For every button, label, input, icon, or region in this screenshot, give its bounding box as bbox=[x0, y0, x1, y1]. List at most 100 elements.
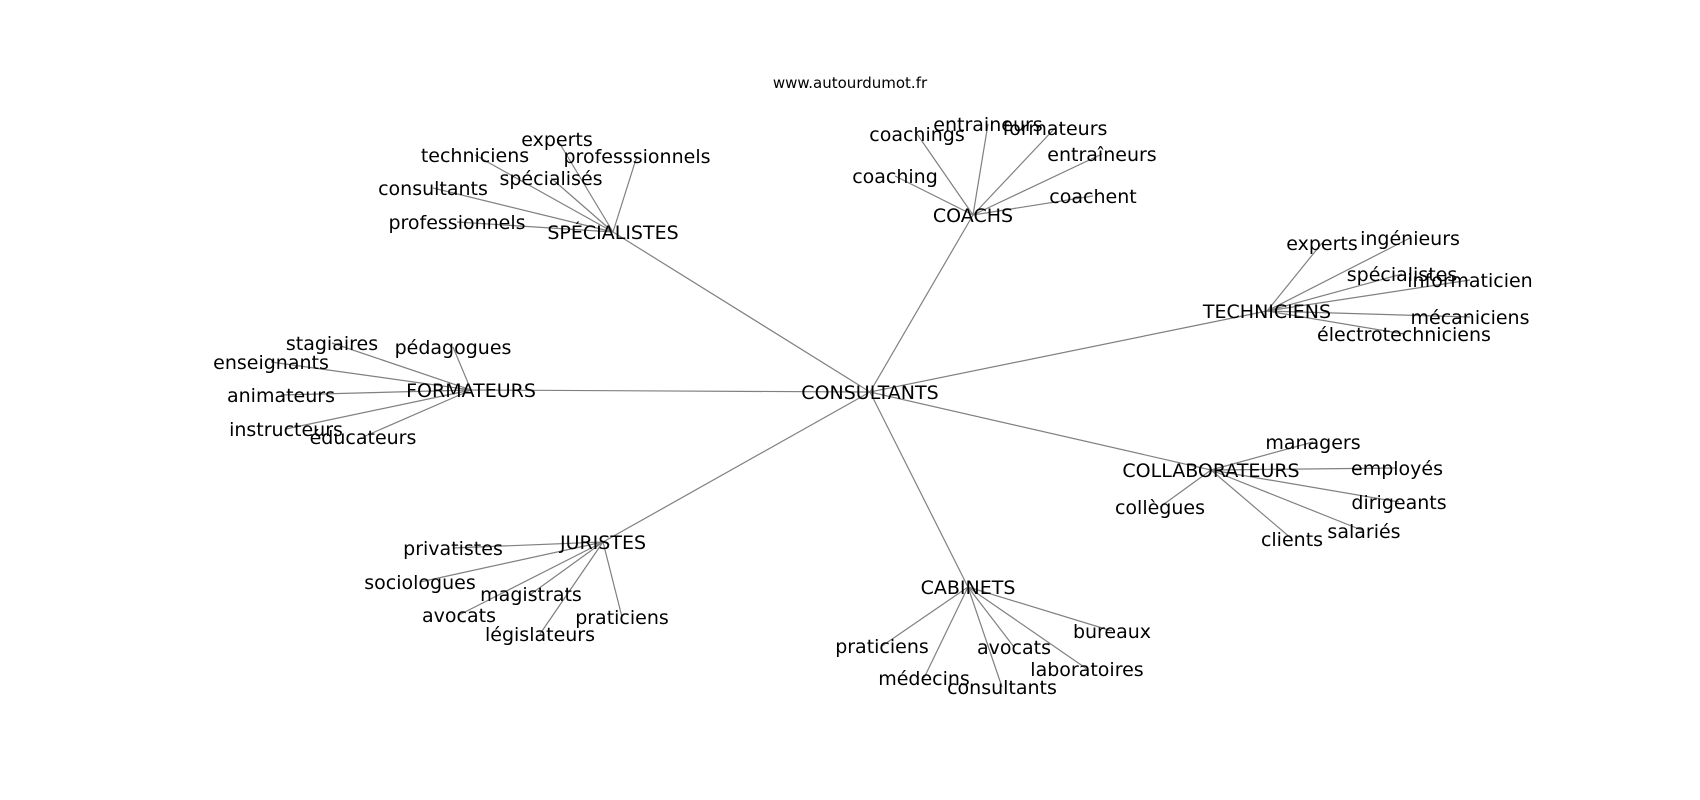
leaf-word: médecins bbox=[878, 668, 970, 690]
edge-hub-leaf bbox=[362, 389, 472, 438]
hub-word: SPÉCIALISTES bbox=[547, 221, 678, 244]
edge-hub-leaf bbox=[432, 187, 614, 233]
leaf-word: coachent bbox=[1049, 186, 1136, 208]
edge-center-hub bbox=[869, 214, 974, 393]
edge-hub-leaf bbox=[1266, 273, 1403, 312]
leaf-word: entraîneurs bbox=[1047, 144, 1156, 166]
edge-hub-leaf bbox=[916, 133, 974, 216]
edge-center-hub bbox=[612, 231, 871, 393]
leaf-word: experts bbox=[1286, 233, 1358, 255]
hub-word: COACHS bbox=[933, 205, 1013, 227]
leaf-word: dirigeants bbox=[1351, 492, 1446, 514]
leaf-word: stagiaires bbox=[286, 333, 378, 355]
leaf-word: coaching bbox=[852, 166, 938, 188]
edge-hub-leaf bbox=[923, 586, 969, 679]
edge-hub-leaf bbox=[1266, 237, 1411, 312]
edge-hub-leaf bbox=[456, 221, 614, 233]
edge-hub-leaf bbox=[1266, 279, 1471, 312]
leaf-word: techniciens bbox=[421, 145, 529, 167]
leaf-word: bureaux bbox=[1073, 621, 1151, 643]
edge-hub-leaf bbox=[972, 153, 1103, 216]
edge-hub-leaf bbox=[967, 586, 1088, 670]
edge-hub-leaf bbox=[1210, 469, 1365, 532]
edge-hub-leaf bbox=[458, 541, 604, 616]
edge-hub-leaf bbox=[602, 541, 623, 618]
leaf-word: informaticien bbox=[1407, 270, 1532, 292]
edge-center-hub bbox=[869, 310, 1268, 393]
leaf-word: avocats bbox=[977, 637, 1051, 659]
edge-hub-leaf bbox=[1266, 310, 1471, 318]
center-word: CONSULTANTS bbox=[801, 382, 938, 404]
edge-hub-leaf bbox=[331, 342, 472, 391]
leaf-word: animateurs bbox=[227, 385, 335, 407]
edge-hub-leaf bbox=[972, 123, 989, 216]
leaf-word: laboratoires bbox=[1030, 659, 1143, 681]
edge-hub-leaf bbox=[539, 541, 604, 635]
edge-center-hub bbox=[869, 391, 969, 588]
leaf-word: coachings bbox=[869, 124, 964, 146]
site-url: www.autourdumot.fr bbox=[773, 74, 928, 92]
edge-hub-leaf bbox=[474, 154, 614, 233]
leaf-word: praticiens bbox=[575, 607, 669, 629]
hub-word: TECHNICIENS bbox=[1202, 301, 1331, 323]
leaf-word: professionnels bbox=[388, 212, 525, 234]
graph-edges bbox=[270, 123, 1471, 688]
edge-hub-leaf bbox=[1210, 469, 1293, 540]
leaf-word: managers bbox=[1265, 432, 1360, 454]
leaf-word: employés bbox=[1351, 458, 1443, 480]
edge-hub-leaf bbox=[556, 138, 614, 233]
leaf-word: magistrats bbox=[480, 584, 582, 606]
leaf-word: enseignants bbox=[213, 352, 329, 374]
edge-hub-leaf bbox=[285, 389, 472, 430]
edge-hub-leaf bbox=[972, 195, 1094, 216]
leaf-word: formateurs bbox=[1003, 118, 1108, 140]
edge-hub-leaf bbox=[967, 586, 1003, 688]
edge-hub-leaf bbox=[419, 541, 604, 583]
leaf-word: électrotechniciens bbox=[1317, 324, 1491, 346]
edge-center-hub bbox=[869, 391, 1212, 471]
leaf-word: praticiens bbox=[835, 636, 929, 658]
leaf-word: consultants bbox=[947, 677, 1057, 699]
leaf-word: experts bbox=[521, 129, 593, 151]
edge-hub-leaf bbox=[1210, 469, 1400, 503]
edge-center-hub bbox=[470, 389, 871, 393]
hub-word: CABINETS bbox=[921, 577, 1016, 599]
edge-hub-leaf bbox=[1266, 310, 1405, 335]
leaf-word: privatistes bbox=[403, 538, 503, 560]
leaf-word: salariés bbox=[1327, 521, 1400, 543]
graph-labels: www.autourdumot.fr CONSULTANTS SPÉCIALIST… bbox=[213, 74, 1533, 699]
edge-hub-leaf bbox=[1210, 441, 1314, 471]
leaf-word: éducateurs bbox=[310, 427, 417, 449]
edge-hub-leaf bbox=[967, 586, 1113, 632]
edge-hub-leaf bbox=[1159, 469, 1212, 508]
leaf-word: avocats bbox=[422, 605, 496, 627]
edge-hub-leaf bbox=[530, 541, 604, 595]
leaf-word: entraineurs bbox=[933, 114, 1042, 136]
edge-hub-leaf bbox=[1210, 467, 1398, 471]
edge-hub-leaf bbox=[972, 127, 1056, 216]
leaf-word: spécialistes bbox=[1347, 264, 1458, 286]
leaf-word: législateurs bbox=[485, 624, 595, 646]
edge-hub-leaf bbox=[280, 389, 472, 396]
edge-hub-leaf bbox=[550, 177, 614, 233]
edge-hub-leaf bbox=[452, 346, 472, 391]
edge-hub-leaf bbox=[967, 586, 1015, 648]
hub-word: JURISTES bbox=[559, 532, 646, 554]
edge-hub-leaf bbox=[1266, 242, 1323, 312]
edge-hub-leaf bbox=[612, 155, 638, 233]
edge-center-hub bbox=[602, 391, 871, 543]
edge-hub-leaf bbox=[881, 586, 969, 647]
edge-hub-leaf bbox=[452, 541, 604, 549]
leaf-word: professsionnels bbox=[563, 146, 710, 168]
leaf-word: clients bbox=[1261, 529, 1323, 551]
hub-word: FORMATEURS bbox=[406, 380, 536, 402]
leaf-word: pédagogues bbox=[395, 337, 512, 359]
leaf-word: sociologues bbox=[364, 572, 475, 594]
edge-hub-leaf bbox=[270, 361, 472, 391]
edge-hub-leaf bbox=[894, 175, 974, 216]
leaf-word: spécialisés bbox=[499, 168, 602, 190]
leaf-word: consultants bbox=[378, 178, 488, 200]
leaf-word: instructeurs bbox=[229, 419, 343, 441]
